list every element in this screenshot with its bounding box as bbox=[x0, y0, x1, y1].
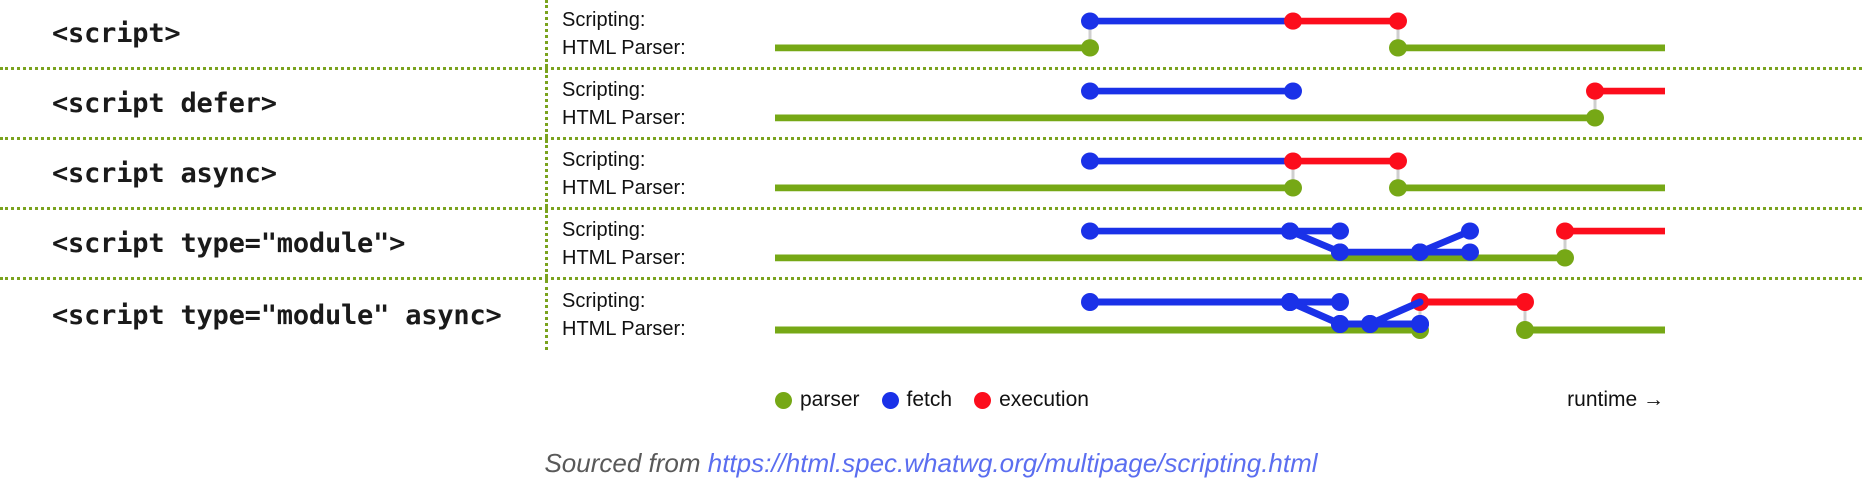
track-graphic bbox=[775, 12, 1665, 57]
dot-fetch-start bbox=[1081, 12, 1099, 30]
legend-items: parser fetch execution bbox=[775, 380, 1089, 420]
dot-parser-end bbox=[1556, 249, 1574, 267]
dot-module-node bbox=[1411, 243, 1429, 261]
dot-module-node bbox=[1411, 315, 1429, 333]
legend-label: fetch bbox=[906, 388, 953, 411]
tag-cell: <script type="module" async> bbox=[0, 280, 545, 350]
track-graphic bbox=[775, 152, 1665, 197]
track-cell: Scripting:HTML Parser: bbox=[545, 210, 1862, 277]
dot-module-node bbox=[1461, 243, 1479, 261]
dot-execution-end bbox=[1389, 12, 1407, 30]
dot-fetch-end bbox=[1284, 82, 1302, 100]
dot-fetch-start bbox=[1081, 152, 1099, 170]
tag-cell: <script> bbox=[0, 0, 545, 67]
script-tag-label: <script> bbox=[52, 18, 181, 49]
script-tag-label: <script async> bbox=[52, 158, 277, 189]
track-cell: Scripting:HTML Parser: bbox=[545, 70, 1862, 137]
execution-swatch-icon bbox=[974, 391, 992, 409]
timeline-row-script-classic: <script> Scripting:HTML Parser: bbox=[0, 0, 1862, 70]
track-cell: Scripting:HTML Parser: bbox=[545, 140, 1862, 207]
dot-parser-start bbox=[1389, 39, 1407, 57]
dot-module-node bbox=[1331, 315, 1349, 333]
module-graph-edge bbox=[1366, 298, 1424, 328]
dot-module-node bbox=[1331, 243, 1349, 261]
track-graphic bbox=[775, 293, 1665, 339]
source-attribution: Sourced from https://html.spec.whatwg.or… bbox=[0, 448, 1862, 479]
module-graph-edge bbox=[1416, 227, 1474, 256]
legend-item-execution: execution bbox=[974, 388, 1089, 412]
tag-cell: <script defer> bbox=[0, 70, 545, 137]
module-graph-edge bbox=[1286, 227, 1344, 256]
legend-item-parser: parser bbox=[775, 388, 860, 412]
dot-fetch-start bbox=[1081, 82, 1099, 100]
legend-label: parser bbox=[800, 388, 860, 411]
track-cell: Scripting:HTML Parser: bbox=[545, 0, 1862, 67]
track-cell: Scripting:HTML Parser: bbox=[545, 280, 1862, 350]
dot-module-node bbox=[1281, 293, 1299, 311]
dot-execution-start bbox=[1556, 222, 1574, 240]
track-graphic bbox=[775, 222, 1665, 267]
dot-execution-end bbox=[1516, 293, 1534, 311]
dot-module-node bbox=[1331, 293, 1349, 311]
source-prefix: Sourced from bbox=[544, 448, 708, 478]
legend-item-fetch: fetch bbox=[881, 388, 953, 412]
parser-swatch-icon bbox=[775, 391, 792, 409]
script-tag-label: <script type="module" async> bbox=[52, 299, 502, 331]
dot-parser-end bbox=[1081, 39, 1099, 57]
timeline-rows: <script>Scripting:HTML Parser:<script de… bbox=[0, 0, 1862, 350]
source-url-link[interactable]: https://html.spec.whatwg.org/multipage/s… bbox=[707, 448, 1318, 478]
timeline-row-script-defer: <script defer> Scripting:HTML Parser: bbox=[0, 70, 1862, 140]
dot-execution-start bbox=[1586, 82, 1604, 100]
tag-cell: <script type="module"> bbox=[0, 210, 545, 277]
timeline-row-script-module: <script type="module"> Scripting:HTML Par… bbox=[0, 210, 1862, 280]
dot-parser-start bbox=[1389, 179, 1407, 197]
dot-module-node bbox=[1331, 222, 1349, 240]
script-tag-label: <script defer> bbox=[52, 88, 277, 119]
timeline-row-script-async: <script async> Scripting:HTML Parser: bbox=[0, 140, 1862, 210]
tag-cell: <script async> bbox=[0, 140, 545, 207]
module-graph-edge bbox=[1286, 298, 1344, 328]
dot-execution-start bbox=[1284, 152, 1302, 170]
dot-fetch-start bbox=[1081, 222, 1099, 240]
runtime-axis-label: runtime → bbox=[1567, 388, 1664, 411]
legend-label: execution bbox=[999, 388, 1089, 411]
dot-fetch-start bbox=[1081, 293, 1099, 311]
script-tag-label: <script type="module"> bbox=[52, 228, 406, 259]
dot-module-node bbox=[1361, 315, 1379, 333]
dot-parser-start bbox=[1516, 321, 1534, 339]
fetch-swatch-icon bbox=[881, 391, 899, 409]
dot-execution-end bbox=[1389, 152, 1407, 170]
track-graphic bbox=[775, 82, 1665, 127]
legend: parser fetch execution runtime → bbox=[0, 380, 1862, 420]
dot-module-node bbox=[1461, 222, 1479, 240]
timeline-row-script-module-async: <script type="module" async> Scripting:HT… bbox=[0, 280, 1862, 350]
dot-parser-end bbox=[1284, 179, 1302, 197]
dot-module-node bbox=[1281, 222, 1299, 240]
dot-execution-start bbox=[1284, 12, 1302, 30]
dot-parser-end bbox=[1586, 109, 1604, 127]
